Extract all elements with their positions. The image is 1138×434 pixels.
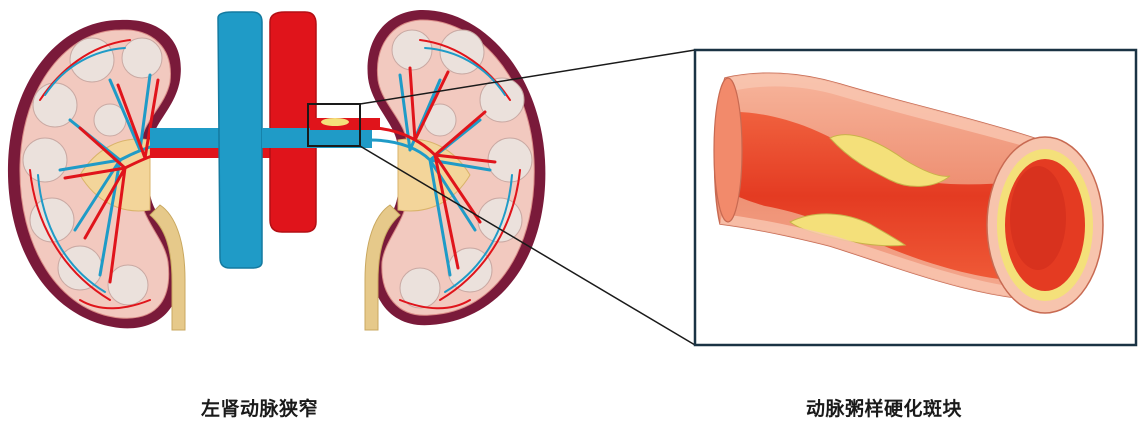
left-ureter [149, 204, 186, 331]
plaque-top [829, 134, 951, 187]
zoom-source-box [307, 103, 361, 147]
left-kidney-vessels [29, 39, 202, 310]
vessel-lumen [728, 112, 1040, 281]
left-kidney-pyramids [22, 37, 163, 306]
caption-atherosclerotic-plaque: 动脉粥样硬化斑块 [806, 398, 963, 420]
vessel-wall-bottom-layer [720, 214, 1050, 300]
caption-left-renal-artery-stenosis: 左肾动脉狭窄 [201, 398, 319, 420]
zoom-line-top [359, 49, 696, 105]
right-kidney-vessels [368, 39, 521, 310]
vessel-wall-top-layer [725, 73, 1040, 150]
great-vessels [150, 11, 380, 269]
renal-artery-plaque [321, 118, 349, 126]
vessel-left-opening [713, 77, 743, 223]
left-renal-vein [150, 128, 230, 148]
zoom-line-bottom [359, 145, 696, 346]
right-ureter [364, 204, 401, 331]
left-renal-artery [150, 148, 270, 158]
left-kidney [7, 19, 202, 331]
vena-cava [217, 11, 263, 269]
vessel-opening-shadow [1010, 166, 1066, 270]
artery-cross-section [713, 72, 1104, 314]
aorta [269, 11, 317, 233]
right-renal-vein [262, 128, 372, 148]
vessel-opening-lumen [1005, 159, 1085, 291]
right-kidney [364, 9, 546, 331]
